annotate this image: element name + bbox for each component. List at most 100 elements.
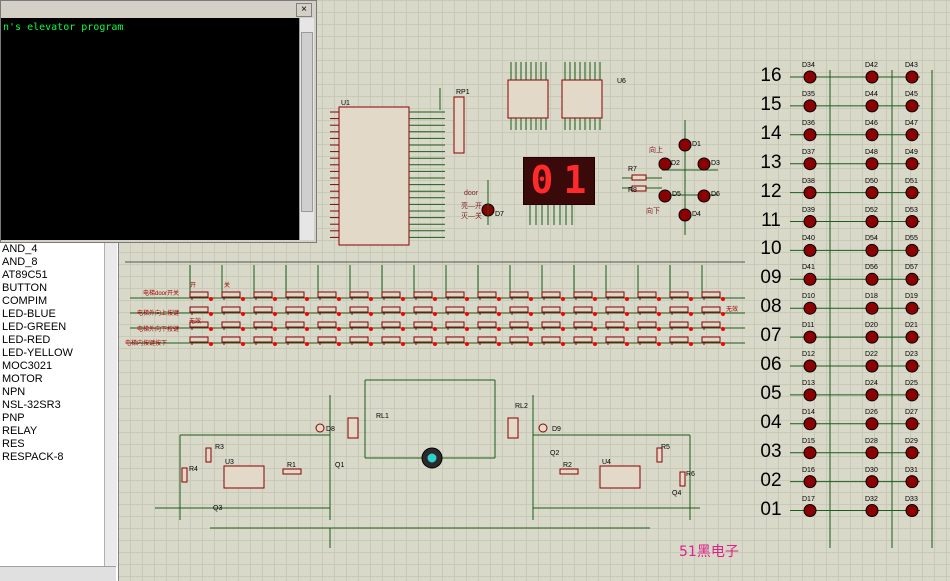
floor-led <box>803 157 817 171</box>
floor-led <box>803 330 817 344</box>
floor-led <box>865 301 879 315</box>
floor-led-label: D44 <box>865 90 878 98</box>
floor-led-label: D46 <box>865 119 878 127</box>
push-button <box>349 291 369 298</box>
button-terminal <box>465 327 469 331</box>
button-terminal <box>305 312 309 316</box>
floor-led-label: D13 <box>802 379 815 387</box>
device-list-item[interactable]: AND_8 <box>2 256 38 268</box>
floor-led-label: D28 <box>865 437 878 445</box>
push-button <box>509 336 529 343</box>
terminal-output: n's elevator program <box>1 18 300 240</box>
floor-led-label: D17 <box>802 495 815 503</box>
push-button <box>221 306 241 313</box>
device-list-item[interactable]: PNP <box>2 412 25 424</box>
floor-led <box>865 272 879 286</box>
device-list-item[interactable]: AND_4 <box>2 243 38 255</box>
device-list-item[interactable]: LED-RED <box>2 334 51 346</box>
floor-led-label: D31 <box>905 466 918 474</box>
device-list-item[interactable]: RELAY <box>2 425 38 437</box>
seven-segment-display <box>523 157 595 205</box>
button-terminal <box>497 312 501 316</box>
push-button <box>349 306 369 313</box>
terminal-scrollbar[interactable] <box>299 18 314 240</box>
device-list-item[interactable]: RESPACK-8 <box>2 451 64 463</box>
push-button <box>413 321 433 328</box>
push-button <box>413 291 433 298</box>
button-terminal <box>529 312 533 316</box>
push-button <box>477 291 497 298</box>
button-terminal <box>305 327 309 331</box>
button-terminal <box>689 327 693 331</box>
device-list-hscrollbar[interactable] <box>0 566 116 581</box>
scrollbar-thumb[interactable] <box>301 32 313 212</box>
virtual-terminal-window[interactable]: × n's elevator program <box>0 0 317 243</box>
floor-led <box>905 215 919 228</box>
r1-label: R1 <box>287 462 296 469</box>
device-list-scrollbar[interactable] <box>104 243 117 566</box>
floor-led <box>803 301 817 315</box>
watermark: 51黑电子 <box>679 544 739 560</box>
button-terminal <box>657 312 661 316</box>
floor-led <box>865 475 879 489</box>
floor-led <box>905 157 919 171</box>
push-button <box>669 321 689 328</box>
floor-led <box>905 417 919 431</box>
floor-led <box>803 475 817 489</box>
button-terminal <box>337 312 341 316</box>
button-terminal <box>561 327 565 331</box>
device-list-item[interactable]: NSL-32SR3 <box>2 399 61 411</box>
floor-led-label: D36 <box>802 119 815 127</box>
device-list-item[interactable]: MOTOR <box>2 373 43 385</box>
push-button <box>349 321 369 328</box>
floor-led-label: D51 <box>905 177 918 185</box>
button-terminal <box>593 327 597 331</box>
push-button <box>317 306 337 313</box>
close-icon[interactable]: × <box>296 3 312 17</box>
u1-label: U1 <box>341 100 350 107</box>
device-list-item[interactable]: LED-BLUE <box>2 308 56 320</box>
device-list-item[interactable]: LED-GREEN <box>2 321 67 333</box>
floor-led <box>865 99 879 113</box>
floor-led-label: D34 <box>802 62 815 69</box>
device-list-item[interactable]: MOC3021 <box>2 360 53 372</box>
resistor-r5 <box>656 447 663 463</box>
resistor-r8 <box>631 185 647 192</box>
floor-led <box>905 475 919 489</box>
button-terminal <box>433 312 437 316</box>
device-list-item[interactable]: RES <box>2 438 25 450</box>
push-button <box>445 306 465 313</box>
floor-led-label: D22 <box>865 351 878 358</box>
push-button <box>701 306 721 313</box>
floor-led <box>865 330 879 344</box>
push-button <box>573 336 593 343</box>
resistor-r3 <box>205 447 212 463</box>
device-list-item[interactable]: AT89C51 <box>2 269 48 281</box>
floor-led-label: D57 <box>905 264 918 272</box>
led-d5 <box>658 189 672 203</box>
push-button <box>285 336 305 343</box>
button-terminal <box>305 342 309 346</box>
device-list-item[interactable]: NPN <box>2 386 26 398</box>
floor-led <box>905 272 919 286</box>
button-terminal <box>241 327 245 331</box>
floor-led-label: D16 <box>802 466 815 474</box>
push-button <box>413 306 433 313</box>
d4-label: D4 <box>692 211 701 218</box>
floor-led-label: D49 <box>905 148 918 156</box>
push-button <box>317 321 337 328</box>
device-list-item[interactable]: BUTTON <box>2 282 48 294</box>
device-list-item[interactable]: COMPIM <box>2 295 48 307</box>
d8-label: D8 <box>326 426 335 433</box>
button-terminal <box>689 342 693 346</box>
floor-led <box>905 446 919 460</box>
push-button <box>573 321 593 328</box>
open-label: 开 <box>190 283 197 289</box>
floor-number: 12 <box>760 180 782 202</box>
floor-led-label: D50 <box>865 177 878 185</box>
device-list-item[interactable]: LED-YELLOW <box>2 347 73 359</box>
floor-number: 10 <box>760 238 782 260</box>
floor-led <box>865 446 879 460</box>
floor-led-label: D54 <box>865 235 878 243</box>
